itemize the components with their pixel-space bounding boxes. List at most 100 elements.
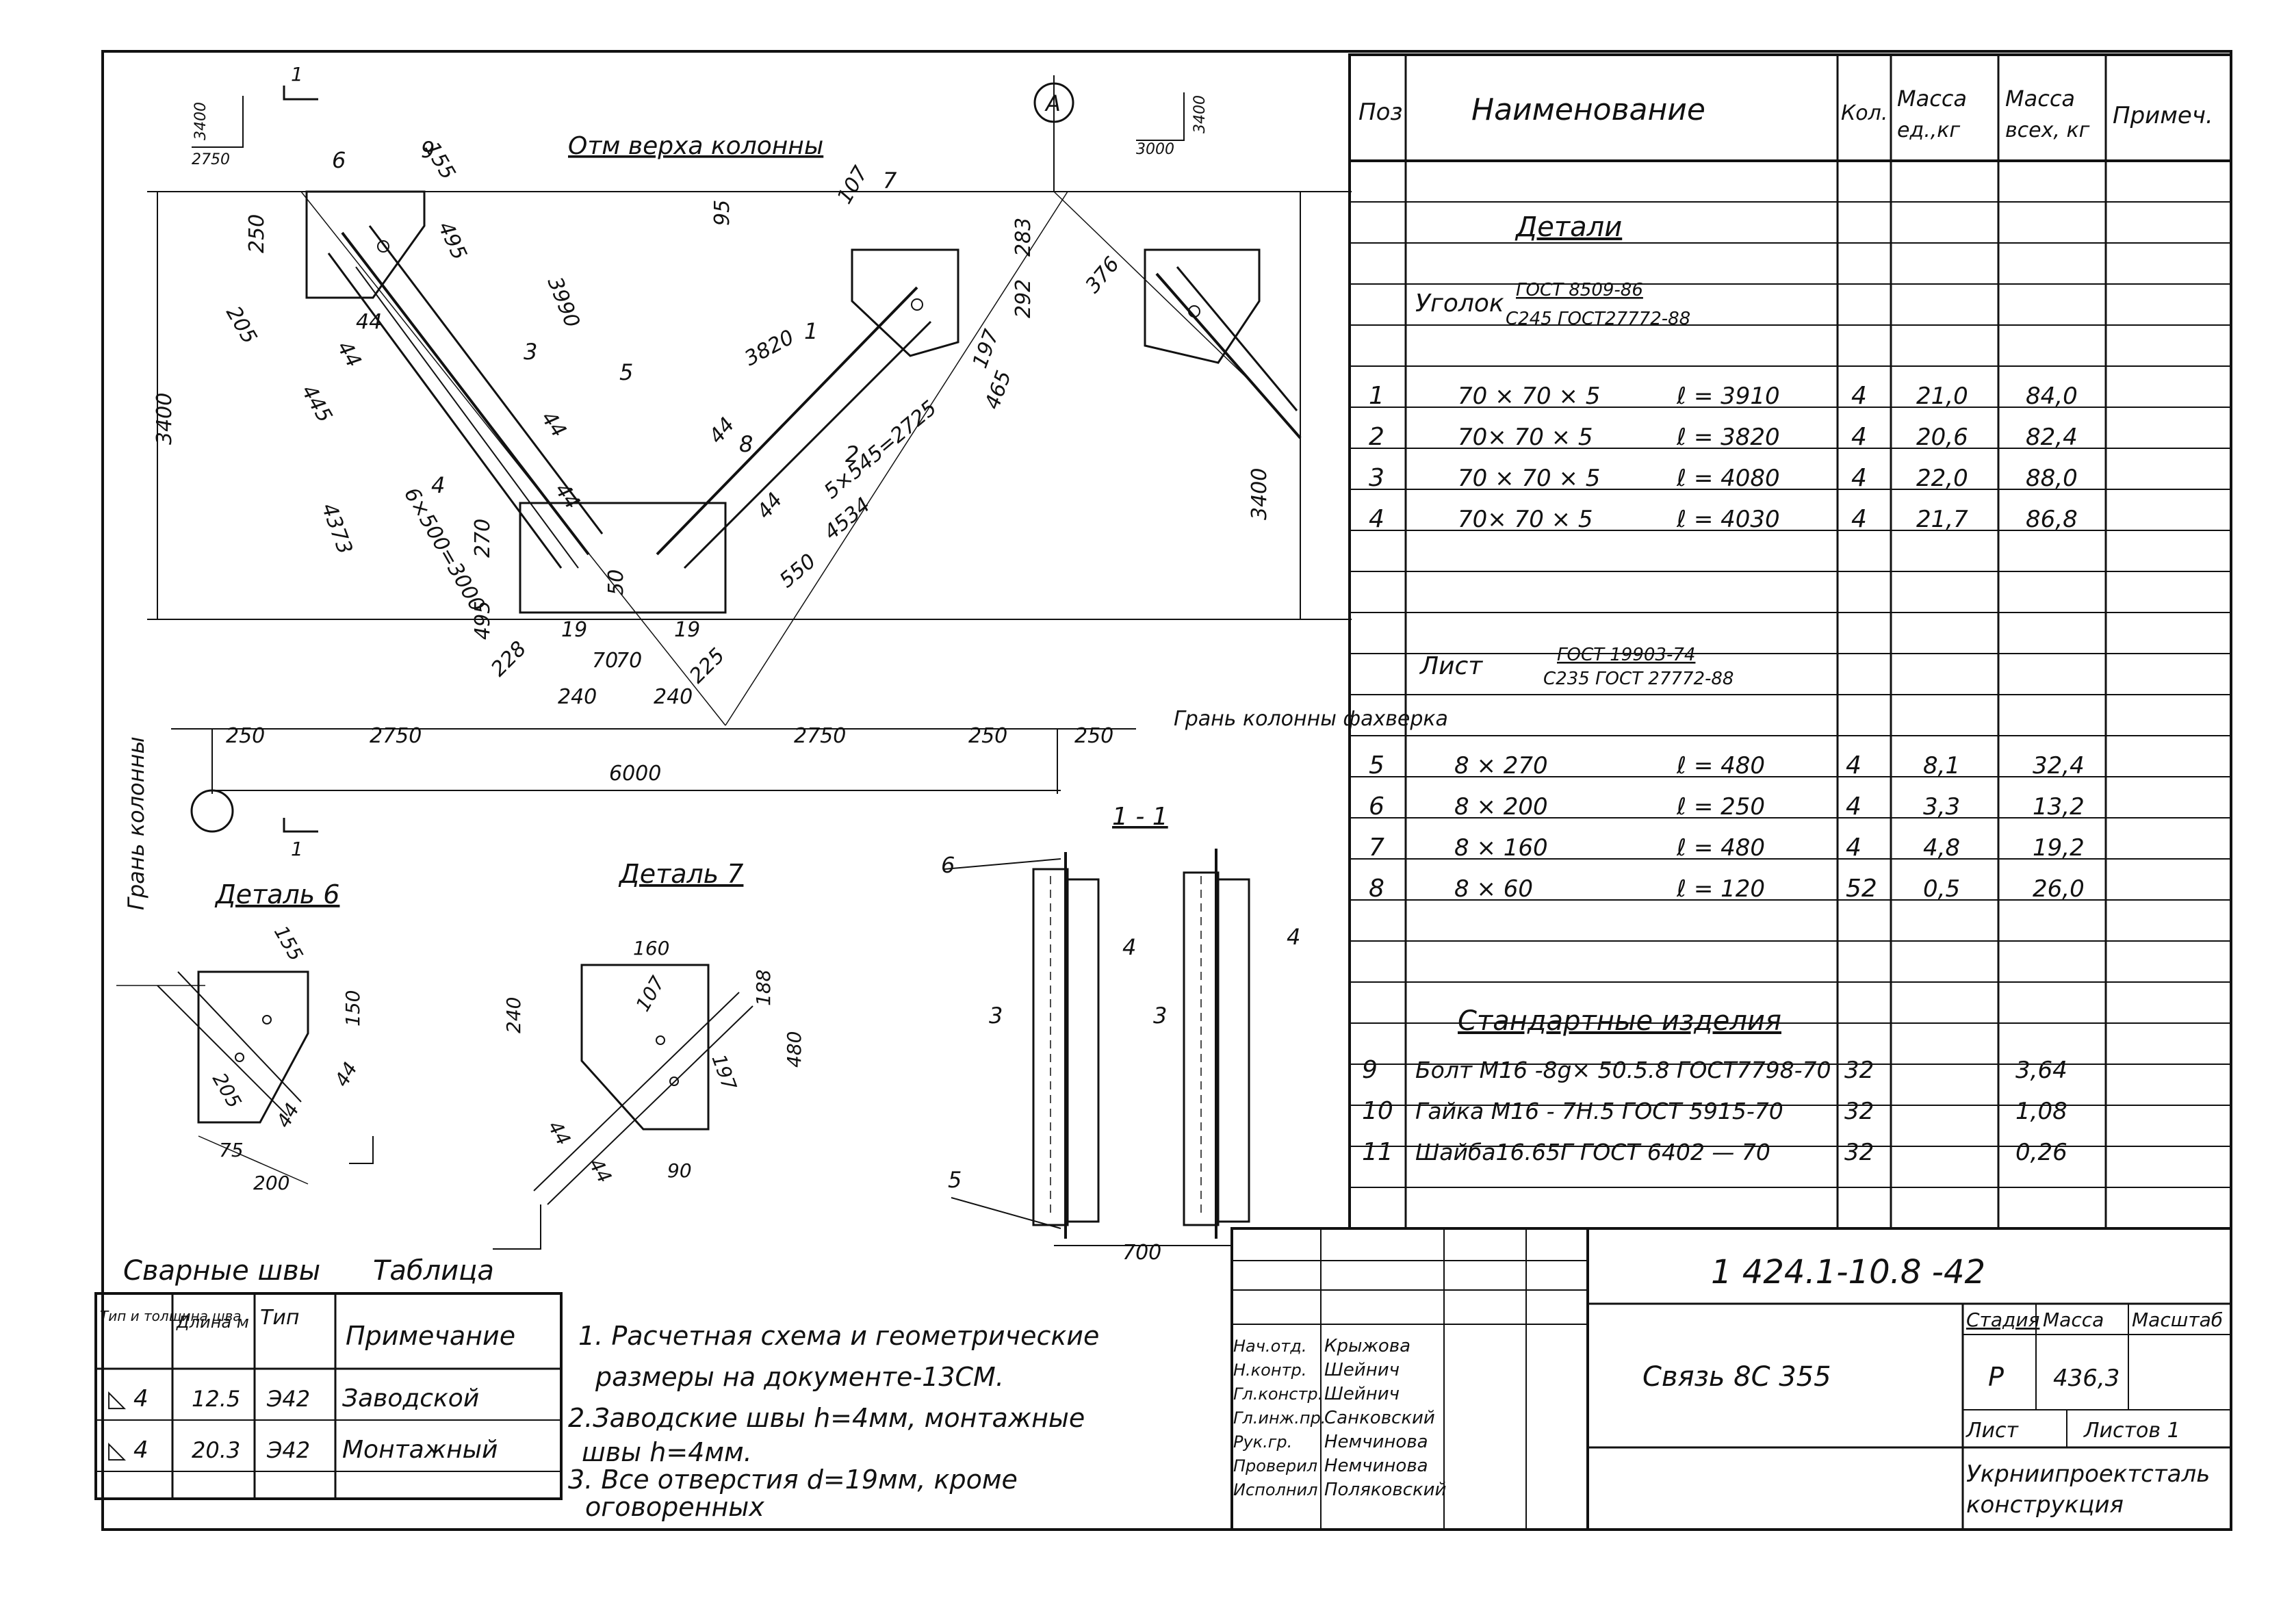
main-dimension: 3990 [543, 274, 584, 331]
detail6-dimension: 75 [219, 1139, 244, 1161]
sheet-row-total-mass: 26,0 [2033, 875, 2085, 903]
sheet-title-text: Связь 8С 355 [1642, 1361, 1831, 1393]
position-label: 9 [421, 137, 435, 163]
detail7-dimension: 188 [752, 970, 775, 1006]
section-title: 1 - 1 [1112, 803, 1168, 831]
weld-row-electrode: Э42 [266, 1437, 310, 1463]
main-dimension: 4373 [316, 500, 357, 558]
sheets-label: Листов 1 [2083, 1419, 2180, 1443]
signature-role: Исполнил [1233, 1480, 1318, 1499]
note-line: размеры на документе-13СМ. [595, 1362, 1004, 1392]
main-dimension: 270 [471, 519, 495, 558]
spec-header-pos: Поз [1358, 99, 1402, 126]
standard-row-total-mass: 0,26 [2015, 1139, 2067, 1166]
position-label: 8 [739, 431, 753, 457]
label-top-of-column: Отм верха колонны [568, 132, 823, 160]
sheet-row-total-mass: 32,4 [2033, 752, 2085, 779]
main-dimension: 70 [592, 649, 618, 673]
position-label: 6 [332, 147, 346, 173]
sheet-row-pos: 8 [1369, 875, 1384, 903]
signature-role: Н.контр. [1233, 1361, 1306, 1380]
scale-label: Масштаб [2132, 1309, 2223, 1331]
main-dimension: 250 [968, 724, 1007, 748]
angle-row-length: ℓ = 3910 [1676, 383, 1780, 410]
sheet-row-pos: 6 [1369, 792, 1384, 821]
sheet-designation: 1 424.1-10.8 -42 [1711, 1253, 1985, 1291]
angle-row-length: ℓ = 3820 [1676, 424, 1780, 451]
note-line: 2.Заводские швы h=4мм, монтажные [568, 1403, 1085, 1433]
angle-row-section: 70 × 70 × 5 [1458, 383, 1600, 410]
standard-row-pos: 10 [1362, 1097, 1393, 1125]
note-line: 3. Все отверстия d=19мм, кроме [568, 1465, 1018, 1495]
main-dimension: 550 [775, 550, 821, 593]
weld-row-note: Монтажный [342, 1436, 498, 1464]
standard-row-name: Шайба16.65Г ГОСТ 6402 — 70 [1415, 1139, 1770, 1165]
main-dimension: 228 [487, 636, 531, 681]
detail7-dimension: 90 [667, 1159, 692, 1182]
position-label: 7 [883, 168, 897, 194]
angle-row-qty: 4 [1851, 464, 1867, 492]
angle-row-qty: 4 [1851, 382, 1867, 410]
sheet-row-pos: 5 [1369, 751, 1384, 779]
main-dimension: 107 [833, 162, 873, 208]
label-column-face-2: Грань колонны фахверка [1174, 707, 1448, 731]
sheet-row-section: 8 × 270 [1454, 752, 1548, 779]
angle-row-unit-mass: 20,6 [1916, 424, 1968, 451]
standard-row-name: Гайка М16 - 7Н.5 ГОСТ 5915-70 [1415, 1098, 1783, 1124]
main-dimension: 6000 [609, 762, 661, 786]
note-line: 1. Расчетная схема и геометрические [578, 1321, 1099, 1351]
weld-row-note: Заводской [342, 1384, 479, 1413]
label-column-face: Грань колонны [123, 736, 149, 910]
section-drawing [944, 849, 1250, 1246]
main-dimension: 3400 [153, 393, 177, 445]
section-position-label: 5 [948, 1167, 962, 1193]
section-standard: Стандартные изделия [1458, 1005, 1781, 1037]
main-dimension: 250 [226, 724, 265, 748]
position-label: 5 [619, 359, 633, 385]
angle-row-pos: 4 [1369, 505, 1384, 533]
angle-std-top: ГОСТ 8509-86 [1516, 280, 1643, 300]
sheet-row-section: 8 × 160 [1454, 834, 1548, 862]
detail7-drawing [493, 964, 753, 1250]
sheet-row-qty: 4 [1846, 834, 1861, 862]
detail7-title: Деталь 7 [618, 859, 743, 889]
signature-role: Нач.отд. [1233, 1337, 1306, 1356]
detail7-dimension: 240 [502, 997, 525, 1033]
signature-name: Немчинова [1324, 1432, 1428, 1452]
standard-row-pos: 9 [1362, 1056, 1378, 1084]
angle-row-pos: 2 [1369, 423, 1384, 451]
section-details: Детали [1515, 211, 1622, 243]
signature-role: Гл.инж.пр. [1233, 1408, 1326, 1428]
spec-row-lines [1350, 201, 2231, 1188]
weld-row-type: ◺ 4 [108, 1385, 149, 1413]
signature-role: Рук.гр. [1233, 1432, 1292, 1452]
main-elevation [147, 75, 1352, 833]
section-position-label: 3 [1153, 1003, 1167, 1029]
weld-header-electrode: Тип [260, 1306, 299, 1330]
mass-value: 436,3 [2053, 1365, 2119, 1392]
spec-header-total-mass: Масса [2005, 86, 2075, 112]
main-dimension: 44 [536, 407, 571, 442]
main-dimension: 250 [245, 214, 269, 253]
slope-b-bottom: 3000 [1136, 141, 1174, 158]
sheet-row-unit-mass: 3,3 [1923, 793, 1960, 821]
angle-row-section: 70× 70 × 5 [1458, 506, 1593, 533]
main-dimension: 197 [968, 326, 1004, 372]
sheet-row-unit-mass: 4,8 [1923, 834, 1960, 862]
angle-row-length: ℓ = 4080 [1676, 465, 1780, 492]
detail6-title: Деталь 6 [214, 879, 339, 910]
angle-row-unit-mass: 21,7 [1916, 506, 1968, 533]
position-label: 2 [845, 441, 859, 467]
signature-role: Проверил [1233, 1456, 1317, 1475]
section-position-label: 3 [989, 1003, 1003, 1029]
spec-header-unit-mass-2: ед.,кг [1897, 118, 1960, 142]
main-dimension: 50 [604, 569, 628, 595]
main-dimension: 4534 [820, 493, 875, 545]
main-dimension: 44 [332, 337, 365, 372]
title-block [1230, 1227, 2232, 1531]
spec-header-name: Наименование [1471, 92, 1705, 127]
